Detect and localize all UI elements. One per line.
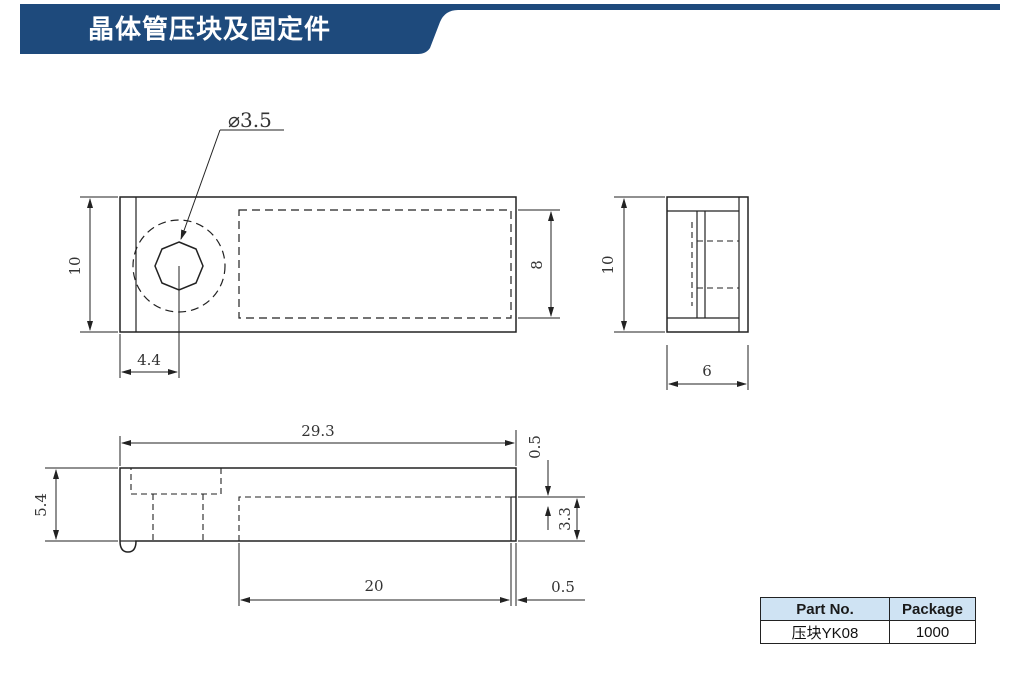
counterbore-hidden-profile [130,467,222,495]
header-package: Package [889,597,976,621]
top-view-outline [119,196,517,333]
table-header-row: Part No. Package [760,597,976,621]
title-banner-shape [20,4,1000,54]
title-banner: 晶体管压块及固定件 [0,0,1024,60]
side-view-outline [666,196,749,333]
part-no-cell: 压块YK08 [760,620,890,644]
top-view-hidden-slot [238,209,512,319]
hole-diameter-label: ⌀3.5 [228,108,272,132]
side-width-label: 6 [702,362,712,380]
top-view [80,129,560,378]
package-cell: 1000 [889,620,976,644]
slot-depth-label: 3.3 [556,507,574,531]
slot-height-label: 8 [528,260,546,270]
header-part-no: Part No. [760,597,890,621]
slot-hidden-profile [238,496,511,541]
hole-offset-label: 4.4 [137,351,161,369]
front-view-outline [119,467,517,553]
page-title: 晶体管压块及固定件 [88,15,332,45]
slot-length-label: 20 [364,577,383,595]
length-label: 29.3 [301,422,334,440]
front-view [45,430,585,606]
side-view [614,196,749,390]
front-height-label: 5.4 [32,493,50,517]
end-gap-label: 0.5 [551,578,575,596]
side-height-label: 10 [599,255,617,274]
parts-table: Part No. Package 压块YK08 1000 [760,597,976,644]
top-height-label: 10 [66,256,84,275]
step-label: 0.5 [526,435,544,459]
table-row: 压块YK08 1000 [760,620,976,644]
